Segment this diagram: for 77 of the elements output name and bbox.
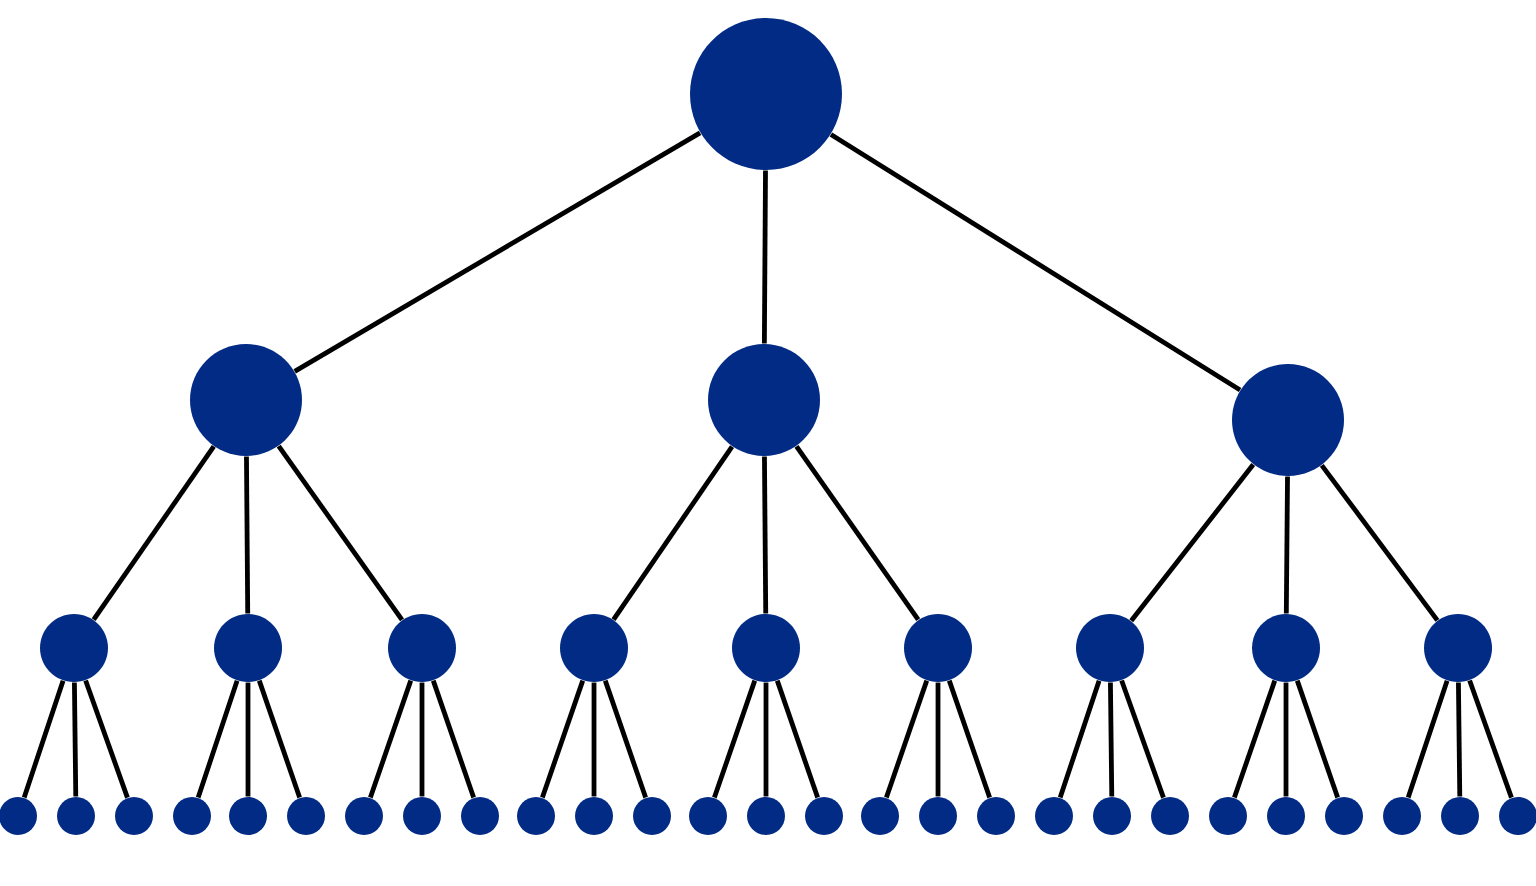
- connector-line: [244, 456, 251, 614]
- connector-line: [245, 682, 251, 797]
- circle-node: [1093, 797, 1131, 835]
- connector-line: [431, 679, 476, 799]
- connector-line: [762, 456, 769, 614]
- connector-line: [293, 130, 702, 374]
- circle-node: [1209, 797, 1247, 835]
- connector-line: [761, 170, 768, 344]
- circle-node: [1035, 797, 1073, 835]
- circle-node: [861, 797, 899, 835]
- circle-node: [575, 797, 613, 835]
- circle-node: [1076, 614, 1144, 682]
- circle-node: [403, 797, 441, 835]
- connector-line: [1232, 679, 1277, 799]
- connector-line: [1456, 682, 1463, 797]
- connector-line: [276, 444, 404, 622]
- connector-line: [257, 679, 302, 799]
- connector-line: [540, 679, 585, 799]
- circle-node: [919, 797, 957, 835]
- circle-node: [214, 614, 282, 682]
- connector-line: [712, 679, 757, 799]
- circle-node: [190, 344, 302, 456]
- circle-node: [229, 797, 267, 835]
- circle-node: [57, 797, 95, 835]
- circle-node: [747, 797, 785, 835]
- connector-line: [1283, 476, 1290, 614]
- connector-line: [419, 682, 425, 797]
- circle-node: [1325, 797, 1363, 835]
- connector-line: [1319, 463, 1440, 622]
- circle-node: [689, 797, 727, 835]
- circle-node: [1441, 797, 1479, 835]
- connector-line: [195, 680, 240, 799]
- circle-node: [977, 797, 1015, 835]
- circle-node: [287, 797, 325, 835]
- connector-line: [21, 680, 66, 799]
- connector-line: [603, 679, 648, 799]
- connector-line: [794, 444, 921, 622]
- connector-line: [1405, 680, 1450, 799]
- circle-node: [732, 614, 800, 682]
- circle-node: [345, 797, 383, 835]
- connector-line: [829, 132, 1242, 393]
- connector-line: [1283, 682, 1289, 797]
- circle-node: [1252, 614, 1320, 682]
- connector-line: [91, 445, 216, 621]
- connector-line: [611, 445, 735, 621]
- connector-line: [763, 682, 769, 797]
- circle-node: [1383, 797, 1421, 835]
- circle-node: [1232, 364, 1344, 476]
- connector-line: [1467, 679, 1514, 799]
- connector-line: [1057, 680, 1102, 799]
- circle-node: [40, 614, 108, 682]
- connector-line: [947, 679, 992, 799]
- connector-line: [72, 682, 79, 797]
- circle-node: [517, 797, 555, 835]
- circle-node: [805, 797, 843, 835]
- circle-node: [1151, 797, 1189, 835]
- circle-node: [708, 344, 820, 456]
- circle-node: [690, 18, 842, 170]
- connector-line: [83, 679, 130, 799]
- connector-line: [1295, 679, 1340, 799]
- connector-line: [591, 682, 597, 797]
- connector-line: [1108, 682, 1115, 797]
- circle-node: [388, 614, 456, 682]
- circle-node: [560, 614, 628, 682]
- connector-line: [884, 679, 929, 799]
- connector-line: [1129, 463, 1256, 623]
- circle-node: [115, 797, 153, 835]
- circle-node: [461, 797, 499, 835]
- circle-node: [633, 797, 671, 835]
- connector-line: [935, 682, 941, 797]
- connector-line: [1119, 679, 1166, 799]
- circle-node: [1424, 614, 1492, 682]
- circle-node: [904, 614, 972, 682]
- circle-node: [1267, 797, 1305, 835]
- connector-line: [775, 679, 820, 799]
- connector-line: [368, 679, 413, 799]
- circle-node: [173, 797, 211, 835]
